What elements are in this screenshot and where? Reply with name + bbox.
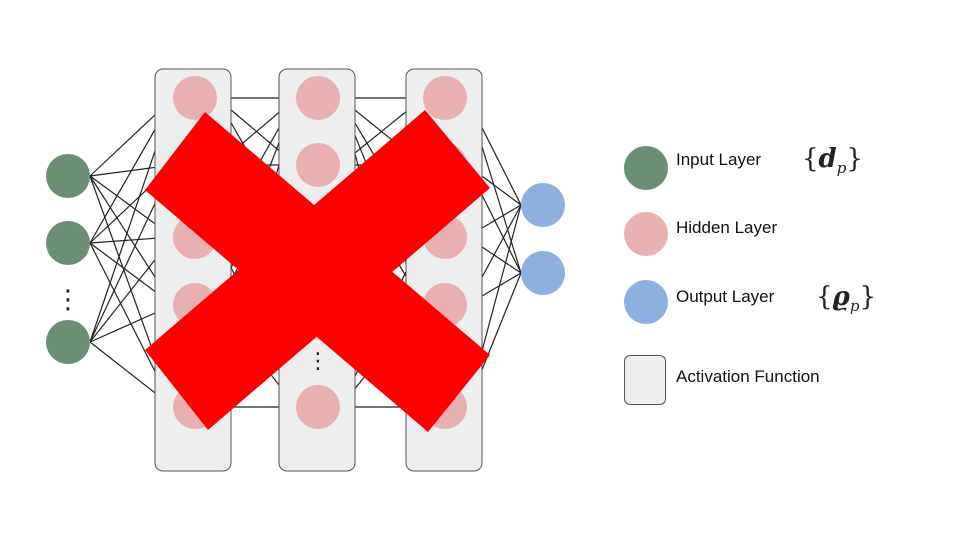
input-ellipsis: ⋮ <box>55 285 81 315</box>
activation-function-label: Activation Function <box>676 367 820 386</box>
ellipsis-markers: ⋮ ⋮ <box>55 285 329 374</box>
input-node-1 <box>46 154 90 198</box>
hidden-layer-label: Hidden Layer <box>676 218 778 237</box>
input-node-3 <box>46 320 90 364</box>
hidden-node-l2-2 <box>296 143 340 187</box>
cross-stroke-b <box>145 110 490 430</box>
legend-input: Input Layer {dp} <box>624 144 944 194</box>
hidden-node-l2-1 <box>296 76 340 120</box>
activation-function-swatch <box>624 355 666 405</box>
output-layer-label: Output Layer <box>676 287 775 306</box>
input-node-2 <box>46 221 90 265</box>
output-node-2 <box>521 251 565 295</box>
output-symbol: {ϱp} <box>816 282 876 316</box>
hidden-node-l1-1 <box>173 76 217 120</box>
hidden-layer-swatch <box>624 212 668 256</box>
hidden-node-l2-5 <box>296 385 340 429</box>
input-layer-swatch <box>624 146 668 190</box>
neural-network-diagram: ⋮ ⋮ <box>46 68 565 472</box>
input-symbol: {dp} <box>802 144 863 178</box>
legend-activation: Activation Function <box>624 355 944 405</box>
input-layer-label: Input Layer <box>676 150 762 169</box>
hidden-ellipsis: ⋮ <box>307 349 329 374</box>
legend-hidden: Hidden Layer <box>624 212 944 260</box>
output-node-1 <box>521 183 565 227</box>
red-x-cross-out <box>145 110 490 432</box>
output-layer-swatch <box>624 280 668 324</box>
hidden-node-l3-1 <box>423 76 467 120</box>
legend-output: Output Layer {ϱp} <box>624 280 944 328</box>
